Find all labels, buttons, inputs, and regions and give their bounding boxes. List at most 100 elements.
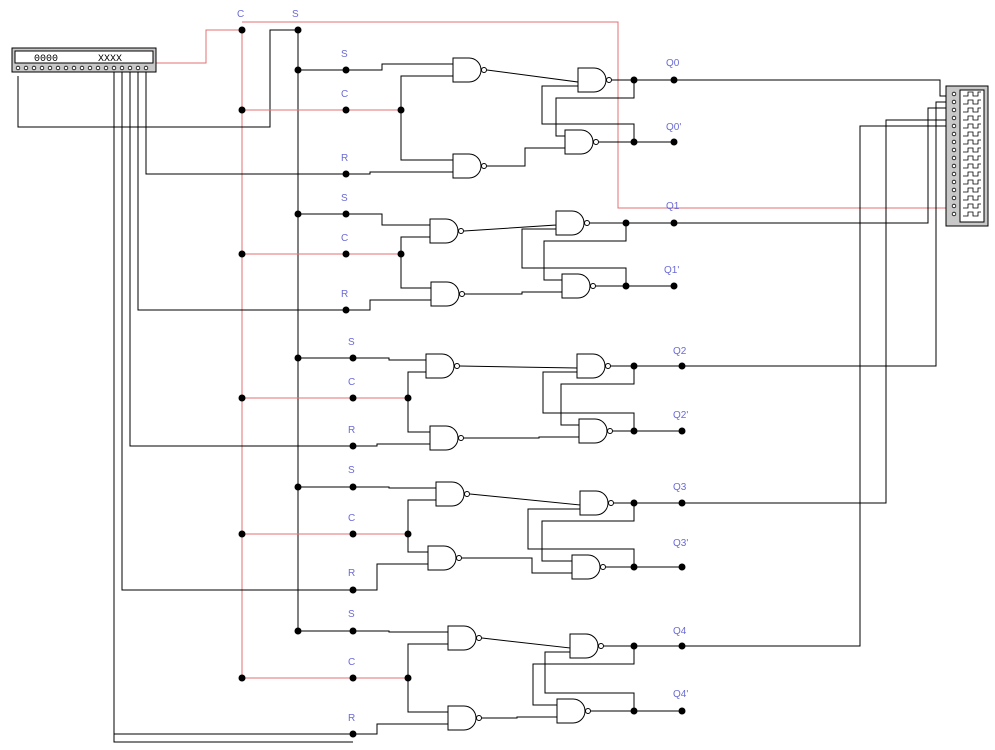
analyzer-pin [951, 147, 957, 153]
wire [544, 651, 635, 711]
generator-pin [31, 65, 37, 71]
junction-dot [630, 707, 638, 715]
generator-pin [103, 65, 109, 71]
wire [541, 503, 635, 562]
analyzer-waveform [963, 171, 981, 177]
nand-bubble [476, 635, 482, 641]
wire [486, 69, 579, 83]
wire [298, 357, 426, 361]
stage-0-c-label: C [341, 89, 348, 100]
analyzer-pin [951, 107, 957, 113]
wire [542, 371, 635, 431]
generator-pin [127, 65, 133, 71]
generator-pin [119, 65, 125, 71]
junction-dot [342, 170, 350, 178]
wire [532, 646, 635, 706]
wire [482, 716, 557, 719]
nand-gate [564, 129, 594, 155]
analyzer-waveform [963, 131, 981, 137]
junction-dot [349, 530, 357, 538]
junction-dot [238, 674, 246, 682]
wire [674, 79, 952, 97]
analyzer-waveform [963, 147, 981, 153]
junction-dot [678, 563, 686, 571]
junction-dot [630, 427, 638, 435]
junction-dot [238, 250, 246, 258]
stage-3-r-label: R [348, 568, 355, 579]
wire [541, 85, 635, 142]
nand-bubble [600, 564, 606, 570]
nand-gates [425, 57, 614, 731]
analyzer-pin [951, 203, 957, 209]
analyzer-pin [951, 139, 957, 145]
generator-pin [79, 65, 85, 71]
junction-dot [670, 138, 678, 146]
junction-dot [238, 106, 246, 114]
stage-0-qn-label: Q0' [666, 122, 681, 133]
stage-1-q-label: Q1 [666, 201, 680, 212]
stage-3-q-label: Q3 [673, 482, 687, 493]
stage-1-c-label: C [341, 233, 348, 244]
nand-bubble [606, 77, 612, 83]
clock-bus-label: C [237, 9, 244, 20]
nand-bubble [454, 363, 460, 369]
nand-gate [561, 273, 591, 299]
nand-bubble [459, 291, 465, 297]
generator-pin [143, 65, 149, 71]
junction-dots [238, 26, 686, 738]
analyzer-pins [951, 91, 957, 217]
stage-0-r-label: R [341, 153, 348, 164]
wire [521, 228, 627, 286]
nand-gate [429, 218, 459, 244]
stage-0-q-label: Q0 [666, 58, 680, 69]
analyzer-pin [951, 91, 957, 97]
wire [560, 366, 635, 426]
junction-dot [670, 76, 678, 84]
analyzer-waveform [963, 123, 981, 129]
junction-dot [342, 250, 350, 258]
nand-gate [447, 705, 477, 731]
wire [298, 213, 430, 226]
nand-bubble [608, 500, 614, 506]
analyzer-waveform [963, 195, 981, 201]
stage-4-r-label: R [348, 713, 355, 724]
junction-dot [238, 26, 246, 34]
wire [407, 643, 448, 678]
nand-gate [571, 554, 601, 580]
analyzer-waveform [963, 179, 981, 185]
wire [469, 493, 581, 506]
nand-gate [555, 210, 585, 236]
wire [145, 72, 453, 175]
junction-dot [397, 106, 405, 114]
analyzer-pin [951, 123, 957, 129]
word-generator[interactable]: 0000 XXXX [11, 47, 157, 73]
stage-3-qn-label: Q3' [673, 538, 688, 549]
junction-dot [397, 250, 405, 258]
analyzer-pin [951, 163, 957, 169]
analyzer-waveform [963, 107, 981, 113]
wire [400, 110, 453, 161]
wire [298, 63, 453, 71]
wire [543, 223, 627, 281]
stage-1-qn-label: Q1' [664, 265, 679, 276]
wire [407, 499, 436, 534]
logic-analyzer[interactable] [945, 85, 989, 227]
junction-dot [349, 442, 357, 450]
junction-dot [294, 66, 302, 74]
wire [407, 398, 430, 433]
junction-dot [678, 362, 686, 370]
nand-bubble [464, 491, 470, 497]
nand-bubble [593, 139, 599, 145]
nand-bubble [607, 428, 613, 434]
nand-gate [452, 153, 482, 179]
analyzer-waveform [963, 115, 981, 121]
wire [465, 291, 562, 295]
nand-bubble [584, 220, 590, 226]
nand-bubble [585, 708, 591, 714]
stage-2-s-label: S [348, 337, 355, 348]
nand-bubble [598, 643, 604, 649]
generator-pin [55, 65, 61, 71]
wire [481, 637, 571, 649]
wire [682, 101, 952, 367]
